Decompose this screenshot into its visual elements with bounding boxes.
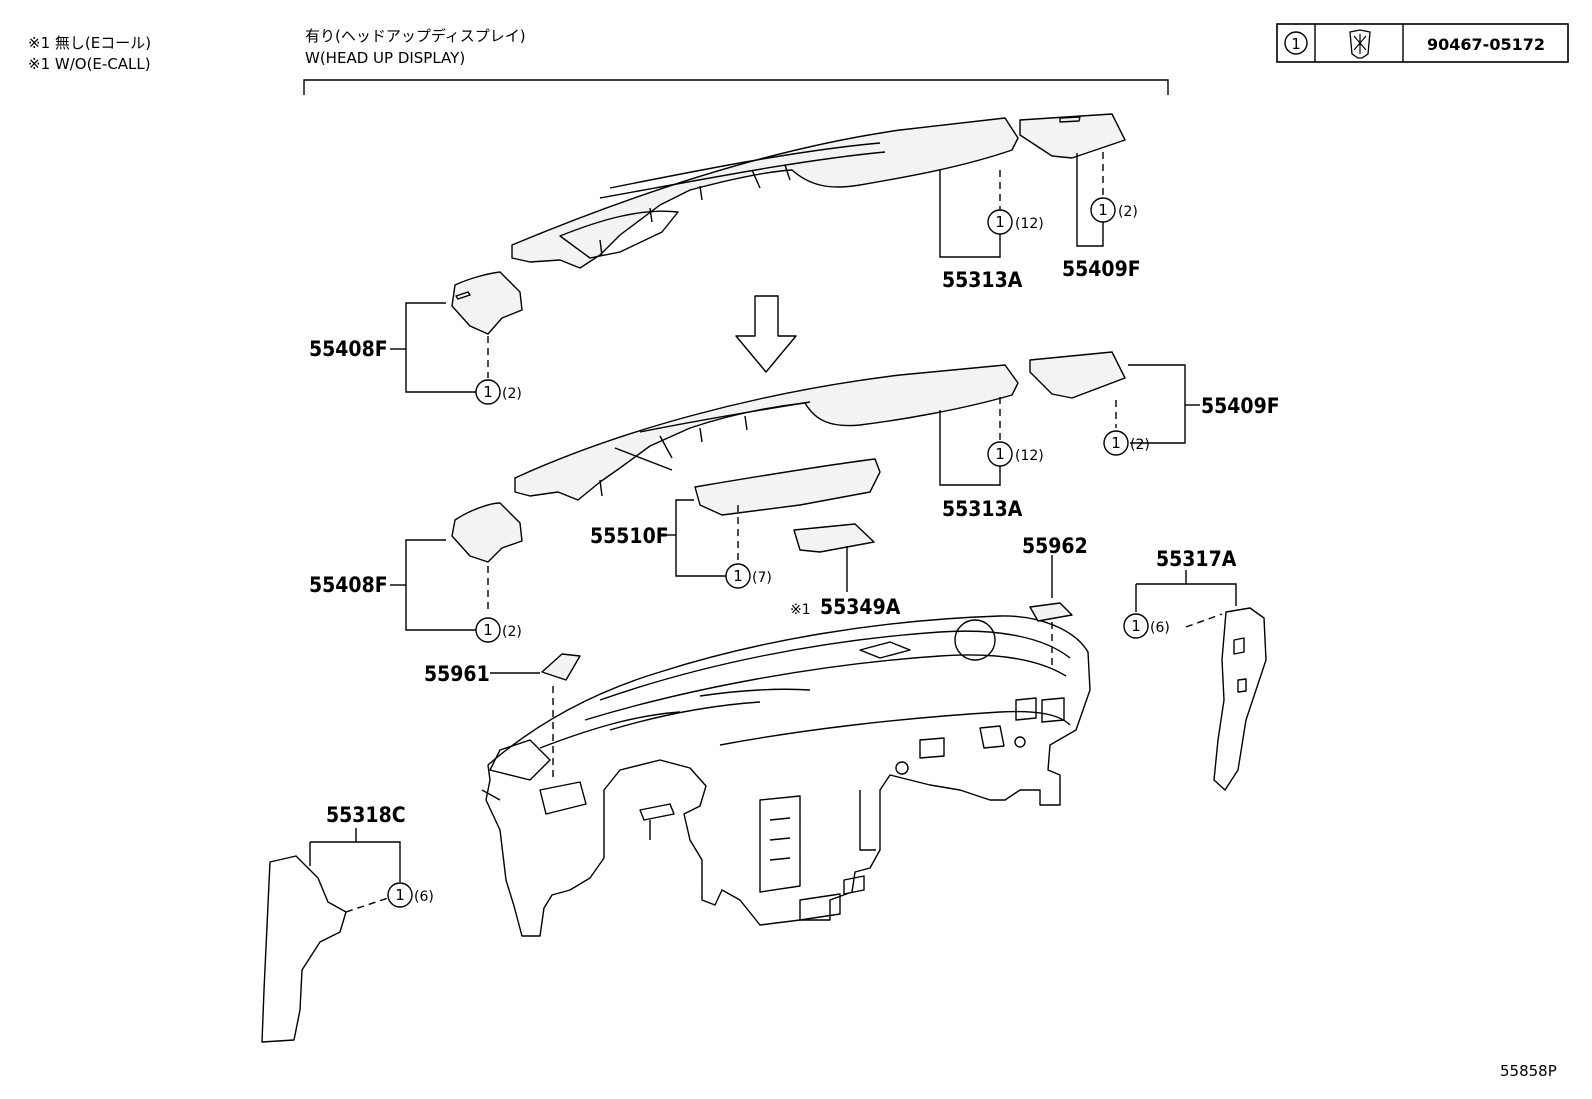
vent-55961 bbox=[541, 653, 581, 681]
vent-55962 bbox=[1029, 602, 1073, 622]
part-label-55313a-mid[interactable]: 55313A bbox=[942, 497, 1023, 521]
side-panel-55317a bbox=[1213, 607, 1267, 791]
qty-c2: (2) bbox=[1118, 204, 1138, 220]
part-label-55313a-top[interactable]: 55313A bbox=[942, 268, 1023, 292]
fastener-c2: 1 bbox=[1098, 201, 1108, 219]
diagram-code: 55858P bbox=[1500, 1062, 1557, 1080]
qty-c5: (2) bbox=[1130, 437, 1150, 453]
qty-c1: (12) bbox=[1015, 216, 1044, 232]
hud-bracket bbox=[303, 79, 1169, 95]
note-marker-55349a: ※1 bbox=[790, 602, 811, 618]
qty-c6: (7) bbox=[752, 570, 772, 586]
part-label-55317a[interactable]: 55317A bbox=[1156, 547, 1237, 571]
qty-c8: (2) bbox=[502, 624, 522, 640]
qty-c3: (2) bbox=[502, 386, 522, 402]
note-line-jp: ※1 無し(Eコール) bbox=[28, 34, 152, 52]
part-label-55962[interactable]: 55962 bbox=[1022, 534, 1088, 558]
part-label-55510f[interactable]: 55510F bbox=[590, 524, 669, 548]
qty-c12: (6) bbox=[414, 889, 434, 905]
fastener-legend: 1 90467-05172 bbox=[1276, 23, 1569, 63]
fastener-c12: 1 bbox=[395, 886, 405, 904]
instrument-panel-assembly bbox=[481, 615, 1091, 937]
part-label-55349a[interactable]: 55349A bbox=[820, 595, 901, 619]
upper-panel-hud bbox=[451, 113, 1126, 335]
clip-icon bbox=[1349, 29, 1371, 59]
fastener-c6: 1 bbox=[733, 567, 743, 585]
qty-c4: (12) bbox=[1015, 448, 1044, 464]
hud-label-en: W(HEAD UP DISPLAY) bbox=[305, 49, 466, 67]
fastener-c1: 1 bbox=[995, 213, 1005, 231]
fastener-c5: 1 bbox=[1111, 434, 1121, 452]
legend-index: 1 bbox=[1291, 35, 1301, 53]
fastener-c4: 1 bbox=[995, 445, 1005, 463]
hud-label-jp: 有り(ヘッドアップディスプレイ) bbox=[305, 27, 526, 45]
qty-c10: (6) bbox=[1150, 620, 1170, 636]
part-label-55409f-top[interactable]: 55409F bbox=[1062, 257, 1141, 281]
part-label-55961[interactable]: 55961 bbox=[424, 662, 490, 686]
part-label-55318c[interactable]: 55318C bbox=[326, 803, 406, 827]
legend-part-number: 90467-05172 bbox=[1427, 35, 1545, 54]
side-panel-55318c bbox=[261, 855, 347, 1043]
fastener-c8: 1 bbox=[483, 621, 493, 639]
part-label-55409f-mid[interactable]: 55409F bbox=[1201, 394, 1280, 418]
arrow-down-icon bbox=[735, 295, 797, 373]
note-line-en: ※1 W/O(E-CALL) bbox=[28, 55, 151, 73]
fastener-c3: 1 bbox=[483, 383, 493, 401]
fastener-c10: 1 bbox=[1131, 617, 1141, 635]
upper-panel-standard bbox=[451, 351, 1126, 563]
part-label-55408f-mid[interactable]: 55408F bbox=[309, 573, 388, 597]
part-label-55408f-top[interactable]: 55408F bbox=[309, 337, 388, 361]
